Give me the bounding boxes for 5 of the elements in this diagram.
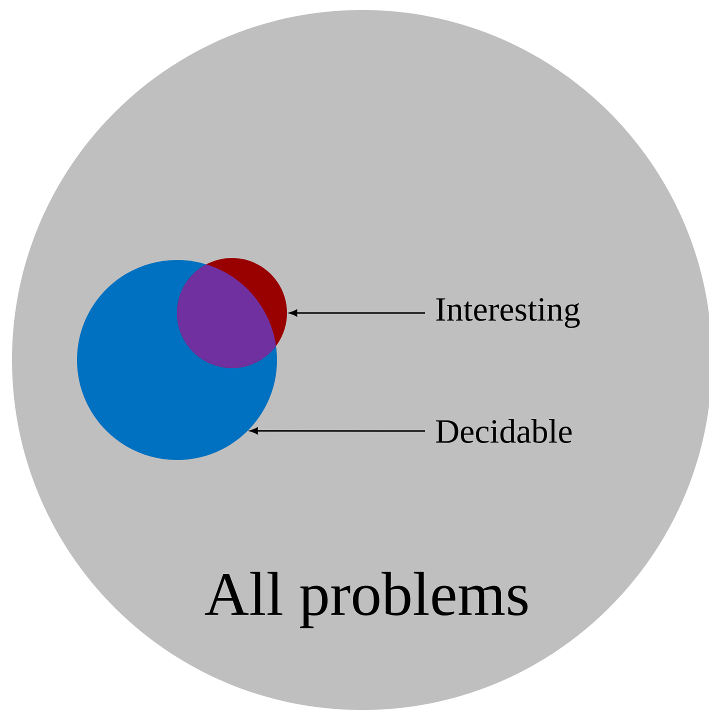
arrow <box>289 310 425 316</box>
set-circle <box>177 258 287 368</box>
set-label: Interesting <box>436 298 580 328</box>
arrow <box>250 427 425 434</box>
set-label: Decidable <box>436 419 572 443</box>
